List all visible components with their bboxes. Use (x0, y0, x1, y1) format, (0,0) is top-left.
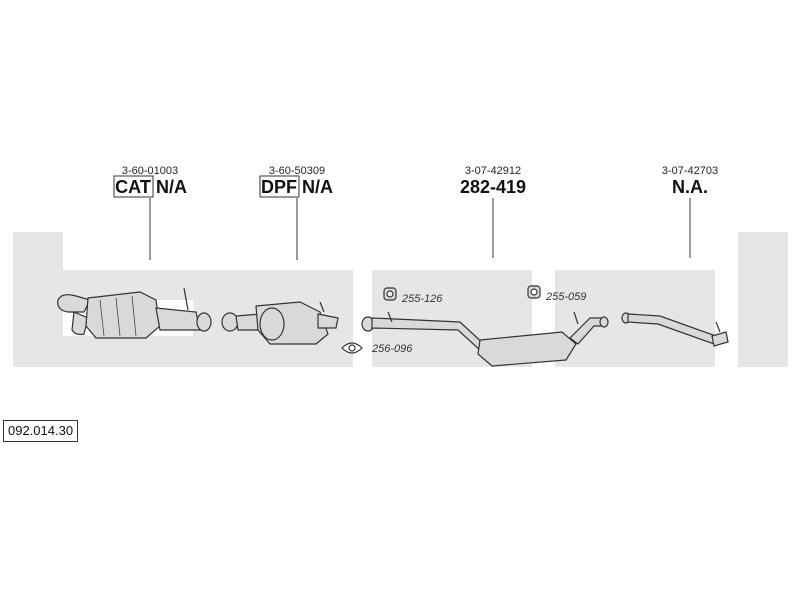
middle-silencer-part (361, 311, 609, 367)
particulate-filter-part (221, 301, 339, 345)
catalytic-converter-part (57, 287, 212, 339)
accessory-code: 255-126 (401, 293, 443, 305)
part-label: N.A. (672, 177, 708, 197)
label-box (259, 175, 300, 198)
accessory-code: 255-059 (545, 291, 586, 303)
part-label: 282-419 (460, 177, 526, 197)
part-ref: 3-60-01003 (122, 165, 178, 177)
part-label: N/A (302, 177, 333, 197)
label-box (113, 175, 154, 198)
gasket-icon (341, 342, 363, 354)
rubber-hanger-icon (383, 287, 397, 301)
leader-lines (149, 198, 691, 260)
rubber-hanger-icon (527, 285, 541, 299)
part-label-boxed: CAT (115, 177, 151, 197)
tail-pipe-part (621, 312, 729, 347)
part-ref: 3-07-42912 (465, 165, 521, 177)
part-label: N/A (156, 177, 187, 197)
accessory-code: 256-096 (371, 343, 413, 355)
diagram-code: 092.014.30 (3, 420, 79, 442)
part-ref: 3-07-42703 (662, 165, 718, 177)
part-ref: 3-60-50309 (269, 165, 325, 177)
part-label-boxed: DPF (261, 177, 297, 197)
